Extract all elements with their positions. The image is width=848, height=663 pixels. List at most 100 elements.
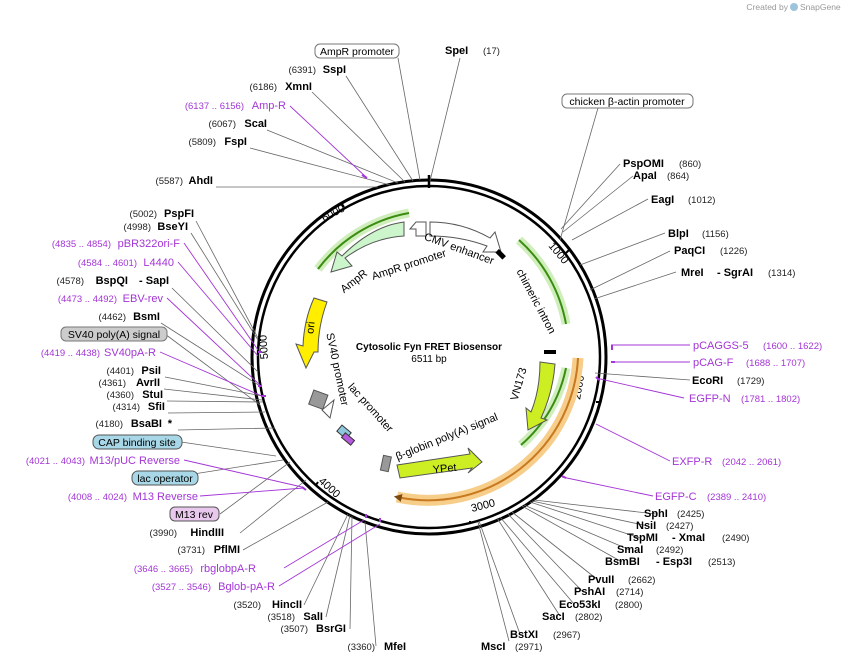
enzyme-mfei-pos: (3360) [348,642,375,653]
leader-lines [160,57,691,647]
primer-rbglobpa-r-pos: (3646 .. 3665) [134,564,193,575]
enzyme-smai-pos: (2492) [656,545,683,556]
green-arc-right [520,367,567,446]
enzyme-saci: SacI [542,611,565,623]
enzyme-ecori-pos: (1729) [737,376,764,387]
primer-sv40pa-r: SV40pA-R [104,347,156,359]
primer-bglob-pa-r: Bglob-pA-R [218,581,275,593]
enzyme-bsmi: BsmI [133,311,160,323]
enzyme-spei-pos: (17) [483,46,500,57]
enzyme-tspmi: TspMI [627,532,658,544]
primer-amp-r-pos: (6137 .. 6156) [185,101,244,112]
box-lac-operator-label: lac operator [137,473,193,485]
primer-m13-puc-reverse-pos: (4021 .. 4043) [26,456,85,467]
enzyme-hincii: HincII [272,599,302,611]
enzyme-avrii: AvrII [136,377,160,389]
enzyme-sapi-suffix: - SapI [139,275,169,287]
enzyme-blpi-pos: (1156) [702,229,729,240]
box-m13-rev [169,506,220,522]
enzyme-scai-pos: (6067) [209,119,236,130]
enzyme-bseyi: BseYI [157,221,188,233]
tick-5000: 5000 [257,334,271,359]
tick-6000: 6000 [320,203,347,225]
feature-intron-mark-2 [544,350,556,354]
enzyme-xmni-pos: (6186) [250,82,277,93]
enzyme-tspmi-pos: (2490) [722,533,749,544]
box-sv40-pa [60,326,168,342]
snapgene-credit: Created by SnapGene [746,2,841,12]
feature-vn173-arrow [525,361,556,431]
enzyme-nsii: NsiI [636,520,656,532]
primer-marks [258,174,615,522]
primer-amp-r: Amp-R [252,100,286,112]
enzyme-fspi: FspI [224,136,247,148]
feature-ori-arrow [295,297,328,370]
primer-m13-reverse-pos: (4008 .. 4024) [68,492,127,503]
chicken-beta-actin-arrow [393,357,579,502]
label-ori: ori [304,321,317,334]
enzyme-sali-pos: (3518) [268,612,295,623]
primer-ebv-rev: EBV-rev [123,293,164,305]
primer-egfp-c-pos: (2389 .. 2410) [707,492,766,503]
enzyme-pshai-pos: (2714) [616,587,643,598]
enzyme-sfii: SfiI [148,401,165,413]
enzyme-msci: MscI [481,641,505,653]
enzyme-bstxi: BstXI [510,629,538,641]
primer-egfp-c: EGFP-C [655,491,697,503]
feature-ampr-promoter-arrow [408,221,427,237]
enzyme-sphi: SphI [644,508,668,520]
box-cap-binding-label: CAP binding site [98,437,176,449]
enzyme-xmai-suffix: - XmaI [672,532,705,544]
enzyme-mfei: MfeI [384,641,406,653]
enzyme-bspqi-pos: (4578) [57,276,84,287]
primer-pcaggs-5: pCAGGS-5 [693,340,749,352]
feature-sv40-pa-block [308,389,329,410]
label-vn173: VN173 [509,366,530,402]
enzyme-bsabi: BsaBI [131,418,162,430]
primer-egfp-n-pos: (1781 .. 1802) [741,394,800,405]
credit-brand: SnapGene [800,2,841,12]
primer-l4440-pos: (4584 .. 4601) [78,258,137,269]
primer-labels: Amp-R (6137 .. 6156) pBR322ori-F (4835 .… [26,100,822,593]
primer-pcaggs-5-pos: (1600 .. 1622) [763,341,822,352]
enzyme-bstxi-pos: (2967) [553,630,580,641]
enzyme-pspfi-pos: (5002) [130,209,157,220]
feature-intron-mark-1 [495,249,506,260]
primer-l4440: L4440 [143,257,174,269]
enzyme-mrei: MreI [681,267,704,279]
label-ampr: AmpR [338,267,370,295]
enzyme-sspi-pos: (6391) [289,65,316,76]
box-chicken-beta-actin-label: chicken β-actin promoter [569,96,685,108]
primer-exfp-r-pos: (2042 .. 2061) [722,457,781,468]
enzyme-bsmi-pos: (4462) [99,312,126,323]
primer-rbglobpa-r: rbglobpA-R [200,563,256,575]
feature-ypet-arrow [396,447,483,479]
enzyme-nsii-pos: (2427) [666,521,693,532]
enzyme-pvuii: PvuII [588,574,614,586]
credit-prefix: Created by [746,2,788,12]
enzyme-scai: ScaI [244,118,267,130]
enzyme-eco53ki-pos: (2800) [615,600,642,611]
feature-beta-globin-pa-block [379,454,392,473]
primer-m13-puc-reverse: M13/pUC Reverse [90,455,180,467]
primer-egfp-n: EGFP-N [689,393,731,405]
feature-sv40-promoter-arrow [321,398,335,419]
enzyme-bsmbi-pos: (2513) [708,557,735,568]
enzyme-psii: PsiI [141,365,161,377]
enzyme-blpi: BlpI [668,228,689,240]
green-arc-top-right [518,239,567,325]
box-lac-operator [131,470,199,486]
enzyme-apai: ApaI [633,170,657,182]
enzyme-eco53ki: Eco53kI [559,599,601,611]
plasmid-length: 6511 bp [411,354,447,365]
primer-pcag-f-pos: (1688 .. 1707) [746,358,805,369]
box-cap-binding [92,434,183,450]
enzyme-pflmi: PflMI [214,544,240,556]
box-sv40-pa-label: SV40 poly(A) signal [68,329,160,341]
enzyme-sali: SalI [303,611,323,623]
box-ampr-promoter-label: AmpR promoter [320,46,395,58]
enzyme-bspqi: BspQI [96,275,128,287]
enzyme-stui: StuI [142,389,163,401]
enzyme-saci-pos: (2802) [575,612,602,623]
